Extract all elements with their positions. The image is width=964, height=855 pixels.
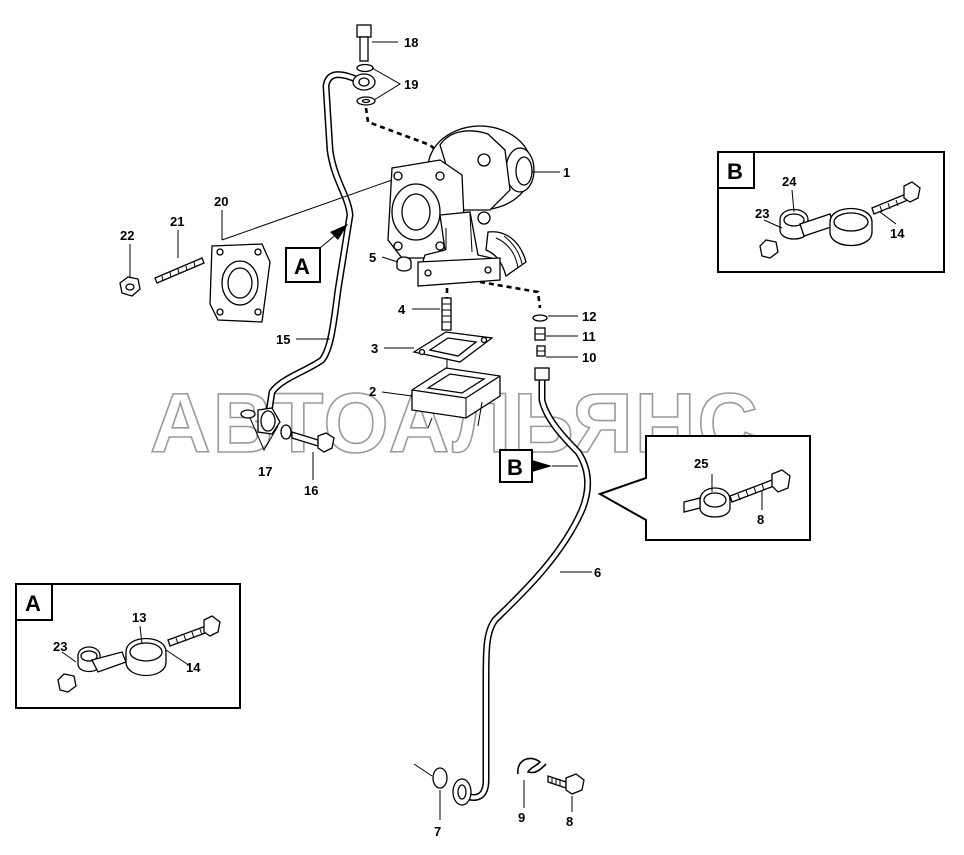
detail-b-label-24: 24: [782, 174, 797, 189]
detail-b-label-14: 14: [890, 226, 905, 241]
banjo-fitting-top: [352, 73, 376, 91]
label-11: 11: [582, 329, 596, 344]
banjo-fitting-17: [240, 407, 292, 440]
callout-a: A: [285, 224, 348, 283]
detail-b-label-23: 23: [755, 206, 769, 221]
oil-return-pipe-6: [462, 372, 591, 801]
part-labels: 18 19 1 5 4 3 2 12 11 10 15 17 16 20 21 …: [53, 35, 905, 839]
label-4: 4: [398, 302, 406, 317]
label-12: 12: [582, 309, 596, 324]
stud-4: [441, 297, 452, 331]
detail-a-clamp-13: [125, 638, 167, 676]
label-22: 22: [120, 228, 134, 243]
washer-12: [532, 314, 548, 322]
label-5: 5: [369, 250, 376, 265]
callout-b: B: [499, 449, 578, 483]
detail-a-label-13: 13: [132, 610, 146, 625]
callout-b-letter: B: [507, 455, 523, 480]
detail-b-clamp-24: [779, 208, 835, 240]
washer-5: [396, 256, 412, 272]
exhaust-flange-20: [209, 243, 271, 323]
detail-a-letter: A: [25, 591, 41, 616]
label-2: 2: [369, 384, 376, 399]
pipe-6-bottom-end: [452, 778, 472, 806]
clamp-25: [683, 487, 731, 518]
fitting-10: [536, 345, 546, 357]
gasket-3: [412, 331, 494, 363]
detail-a-bolt-14: [167, 615, 221, 647]
detail-a-label-14: 14: [186, 660, 201, 675]
detail-b-top-panel: B: [717, 151, 945, 273]
bolt-16: [291, 431, 335, 453]
bolt-8-bottom: [547, 773, 585, 795]
leader-line-flange: [221, 179, 393, 241]
detail-b-letter: B: [727, 159, 743, 184]
label-10: 10: [582, 350, 596, 365]
oil-feed-pipe-15: [264, 71, 362, 422]
label-3: 3: [371, 341, 378, 356]
detail-b-clamp-panel: [597, 435, 811, 541]
o-ring-7: [432, 767, 448, 789]
detail-a-clamp-23: [77, 646, 127, 673]
detail-b-nut-23: [759, 239, 779, 259]
label-17: 17: [258, 464, 272, 479]
label-15: 15: [276, 332, 290, 347]
detail-b-clamp-main: [829, 208, 873, 246]
label-19: 19: [404, 77, 418, 92]
detail-a-panel: A: [15, 583, 241, 709]
label-21: 21: [170, 214, 184, 229]
assembly-line-right: [479, 280, 542, 309]
bolt-8-detail: [729, 469, 791, 503]
label-8: 8: [566, 814, 573, 829]
label-1: 1: [563, 165, 570, 180]
detail-a-label-23: 23: [53, 639, 67, 654]
detail-b-clamp-label-8: 8: [757, 512, 764, 527]
detail-b-clamp-label-25: 25: [694, 456, 708, 471]
stud-21: [154, 257, 205, 284]
fitting-11: [534, 327, 546, 341]
nut-22: [119, 276, 141, 297]
detail-b-bolt-14: [871, 181, 921, 215]
callout-a-letter: A: [294, 254, 310, 279]
label-9: 9: [518, 810, 525, 825]
clip-9: [517, 757, 547, 775]
label-7: 7: [434, 824, 441, 839]
label-16: 16: [304, 483, 318, 498]
turbocharger-1: [387, 125, 535, 287]
detail-leader-lines: [61, 189, 897, 667]
assembly-line-bottom: [413, 763, 433, 777]
leader-lines: [129, 41, 592, 820]
label-18: 18: [404, 35, 418, 50]
pipe-6-upper-fitting: [534, 367, 550, 381]
detail-a-nut: [57, 673, 77, 693]
bolt-18: [356, 24, 372, 62]
label-20: 20: [214, 194, 228, 209]
adapter-flange-2: [411, 367, 501, 429]
label-6: 6: [594, 565, 601, 580]
